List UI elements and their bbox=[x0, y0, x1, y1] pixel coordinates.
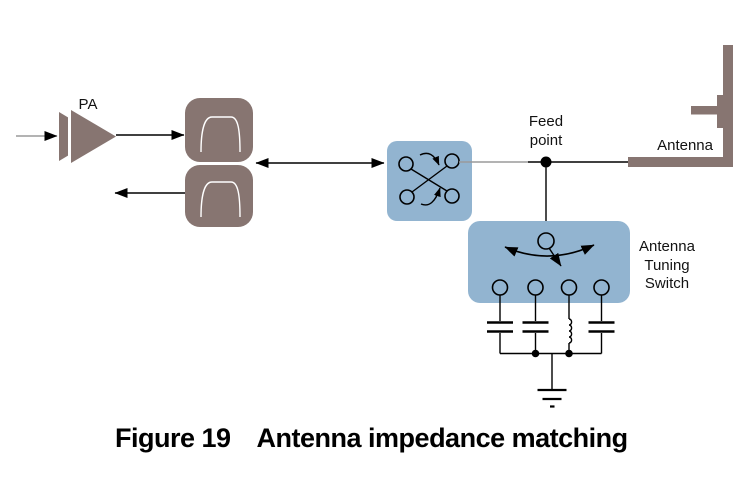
antenna-stub-arm bbox=[691, 106, 724, 115]
duplexer-tx-filter-box bbox=[185, 98, 253, 162]
switch-toggle-arrow-bottom bbox=[420, 187, 441, 206]
antenna-icon bbox=[628, 45, 733, 167]
cross-switch-port-tl bbox=[398, 156, 414, 172]
antenna-bottom-arm bbox=[628, 157, 733, 167]
pa-amplifier-icon bbox=[59, 106, 122, 167]
cross-switch-port-bl bbox=[399, 189, 415, 205]
inductor-branch bbox=[568, 295, 573, 354]
antenna-vertical-arm bbox=[723, 45, 733, 167]
tuning-switch-box bbox=[468, 221, 630, 303]
figure-title: Antenna impedance matching bbox=[256, 423, 629, 453]
bandpass-curve-bottom bbox=[200, 181, 241, 218]
inductor-icon bbox=[568, 318, 573, 344]
tuning-selector-arrow bbox=[548, 247, 562, 267]
figure-number: Figure 19 bbox=[115, 423, 231, 453]
antenna-stub-tick bbox=[717, 95, 723, 128]
feed-point-dot bbox=[540, 156, 552, 168]
feed-point-label-line2: point bbox=[530, 132, 563, 149]
pa-label: PA bbox=[79, 96, 98, 113]
antenna-label: Antenna bbox=[657, 137, 714, 154]
junction-dot bbox=[565, 349, 573, 358]
figure-caption: Figure 19 Antenna impedance matching bbox=[115, 421, 628, 455]
tuning-switch-label-line3: Switch bbox=[645, 275, 689, 292]
cross-switch-port-br bbox=[444, 188, 460, 204]
tuning-switch-label-line2: Tuning bbox=[644, 257, 689, 274]
tuning-switch-label-line1: Antenna bbox=[639, 238, 696, 255]
capacitor-branch-2 bbox=[522, 295, 549, 354]
cross-path-2 bbox=[411, 165, 448, 193]
capacitor-branch-1 bbox=[487, 295, 513, 354]
tuning-sweep-arrow bbox=[504, 244, 595, 257]
feed-point-label-line1: Feed bbox=[529, 113, 563, 130]
pa-front-triangle bbox=[71, 110, 116, 163]
ground-icon bbox=[537, 353, 567, 408]
cross-switch-icon bbox=[387, 141, 472, 221]
bandpass-curve-top bbox=[200, 116, 241, 153]
duplexer-icon bbox=[185, 98, 253, 227]
cross-switch-port-tr bbox=[444, 153, 460, 169]
duplexer-rx-filter-box bbox=[185, 165, 253, 227]
junction-dot bbox=[531, 349, 540, 358]
switch-toggle-arrow-top bbox=[419, 152, 440, 166]
capacitor-branch-3 bbox=[588, 295, 615, 354]
antenna-tuning-switch-icon bbox=[468, 221, 630, 303]
